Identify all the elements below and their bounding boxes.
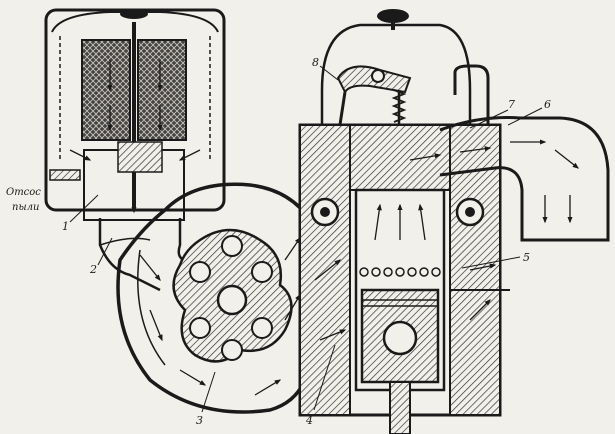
fan-impeller (172, 228, 293, 363)
callout-4: 4 (305, 414, 313, 427)
outlet-duct (439, 116, 610, 242)
piston-pin (382, 320, 418, 356)
callout-2: 2 (89, 263, 97, 276)
oil-line (453, 64, 490, 130)
airflow-arrows (69, 60, 580, 396)
side-label-line2: пыли (12, 202, 39, 213)
callout-3: 3 (196, 414, 203, 427)
rocker-arm (336, 65, 412, 95)
cooling-fins (359, 267, 441, 277)
air-filter (44, 8, 226, 221)
dust-suction-tube (49, 169, 81, 181)
oil-filler-cap (377, 9, 409, 23)
callout-5: 5 (523, 251, 530, 264)
filter-element-left (81, 39, 131, 141)
valve-cover (320, 9, 472, 127)
connecting-rod (389, 381, 411, 434)
callout-6: 6 (544, 98, 551, 111)
side-label-line1: Отсос (6, 187, 41, 198)
piston (360, 288, 440, 384)
callout-8: 8 (312, 56, 319, 69)
filter-element-right (137, 39, 187, 141)
callout-1: 1 (62, 220, 69, 233)
callout-leaders (69, 65, 543, 413)
callout-7: 7 (508, 98, 515, 111)
